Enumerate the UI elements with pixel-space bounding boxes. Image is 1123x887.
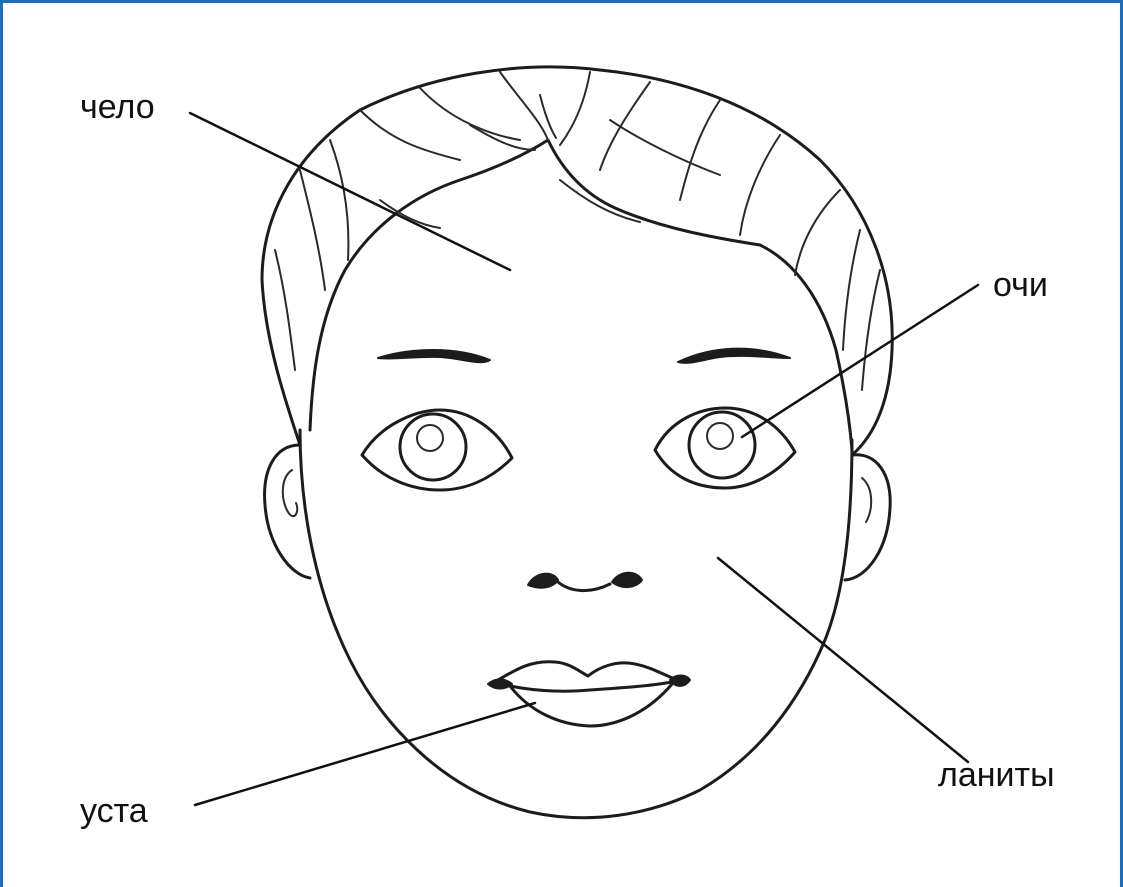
- right-eye: [655, 408, 795, 488]
- forehead-leader-line: [190, 113, 510, 270]
- right-ear-inner: [862, 478, 871, 522]
- left-eyebrow: [378, 350, 490, 362]
- right-eyebrow: [678, 349, 790, 363]
- hair-fringe: [310, 140, 852, 450]
- left-eye: [362, 410, 512, 490]
- label-forehead: чело: [80, 88, 155, 126]
- lips-leader-line: [195, 703, 535, 805]
- hair-strands: [275, 72, 880, 390]
- face-outline: [300, 430, 852, 818]
- eyes-leader-line: [742, 285, 978, 437]
- label-eyes: очи: [993, 266, 1048, 304]
- lips: [488, 662, 690, 726]
- label-cheeks: ланиты: [938, 756, 1055, 794]
- nose: [528, 573, 642, 591]
- left-ear-inner: [283, 470, 297, 516]
- label-lips: уста: [80, 792, 148, 830]
- cheeks-leader-line: [718, 558, 968, 762]
